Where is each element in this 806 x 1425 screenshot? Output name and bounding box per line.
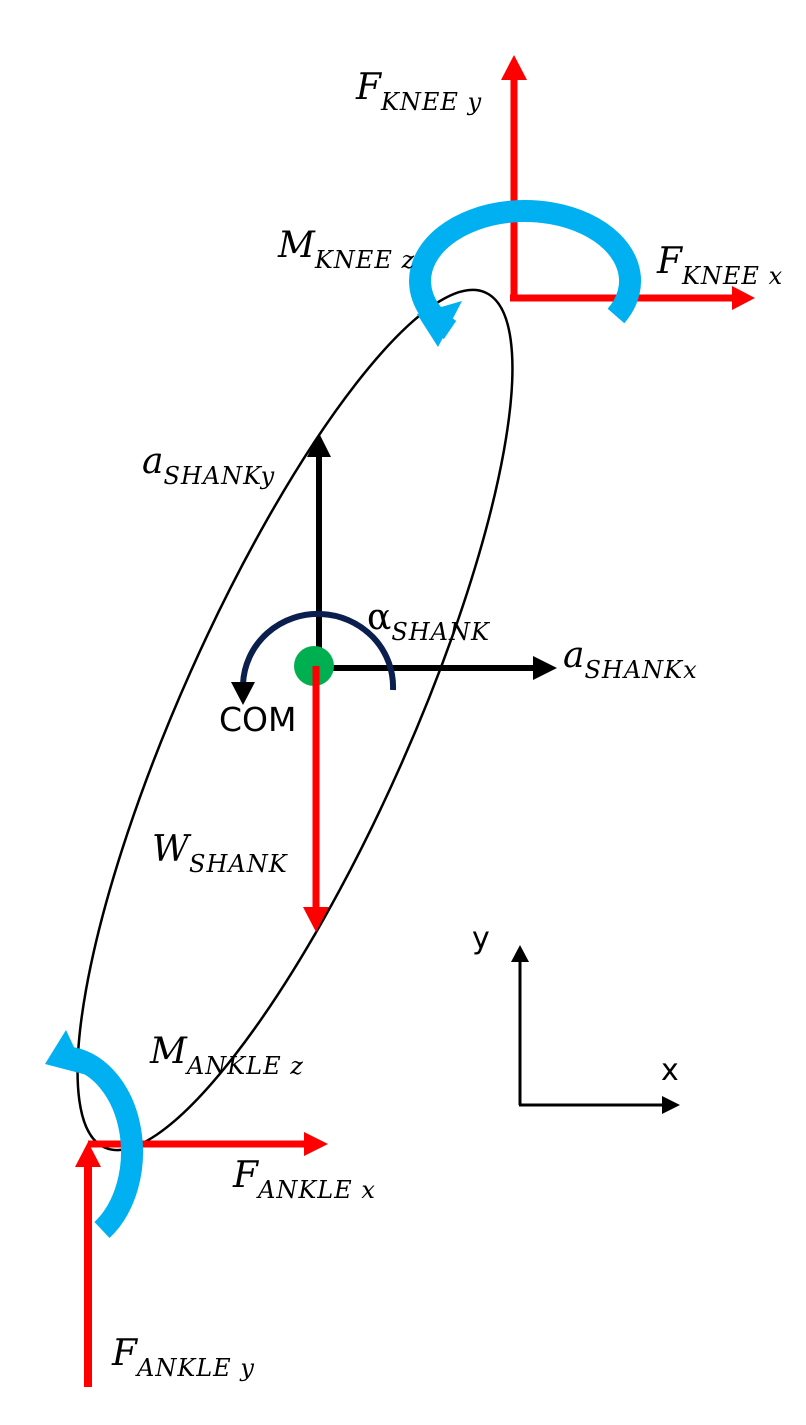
ankle-force-y-arrowhead (75, 1142, 101, 1167)
shank-segment-outline (76, 288, 514, 1152)
shank-accel-x-arrowhead (533, 656, 557, 680)
ankle-moment-arc (69, 1047, 143, 1238)
com-label: COM (219, 700, 297, 739)
ankle-moment-label: MANKLE z (150, 1031, 304, 1080)
ankle-force-y-label: FANKLE y (112, 1333, 255, 1382)
shank-angular-accel-label: αSHANK (367, 597, 490, 646)
knee-force-y-label: FKNEE y (356, 67, 483, 116)
reference-x-axis-arrowhead (662, 1096, 680, 1114)
reference-y-axis-label: y (472, 921, 490, 956)
knee-moment-arrowhead (417, 301, 462, 347)
shank-weight-arrowhead (303, 907, 329, 932)
ankle-moment-arrowhead (45, 1030, 87, 1075)
ankle-force-x-arrowhead (304, 1132, 328, 1156)
shank-accel-y-arrowhead (307, 433, 331, 457)
shank-accel-y-label: aSHANKy (142, 441, 276, 490)
knee-force-x-arrowhead (732, 286, 755, 310)
reference-y-axis-arrowhead (511, 945, 529, 962)
knee-moment-arc (409, 200, 641, 340)
shank-accel-x-label: aSHANKx (563, 635, 698, 684)
ankle-force-x-label: FANKLE x (233, 1155, 376, 1204)
shank-angular-accel-arrowhead (231, 682, 255, 705)
knee-force-x-label: FKNEE x (657, 241, 784, 290)
knee-force-y-arrowhead (501, 55, 527, 80)
reference-x-axis-label: x (661, 1053, 679, 1088)
shank-weight-label: WSHANK (152, 829, 288, 878)
shank-angular-accel-arc (240, 610, 397, 691)
knee-moment-label: MKNEE z (278, 225, 416, 274)
